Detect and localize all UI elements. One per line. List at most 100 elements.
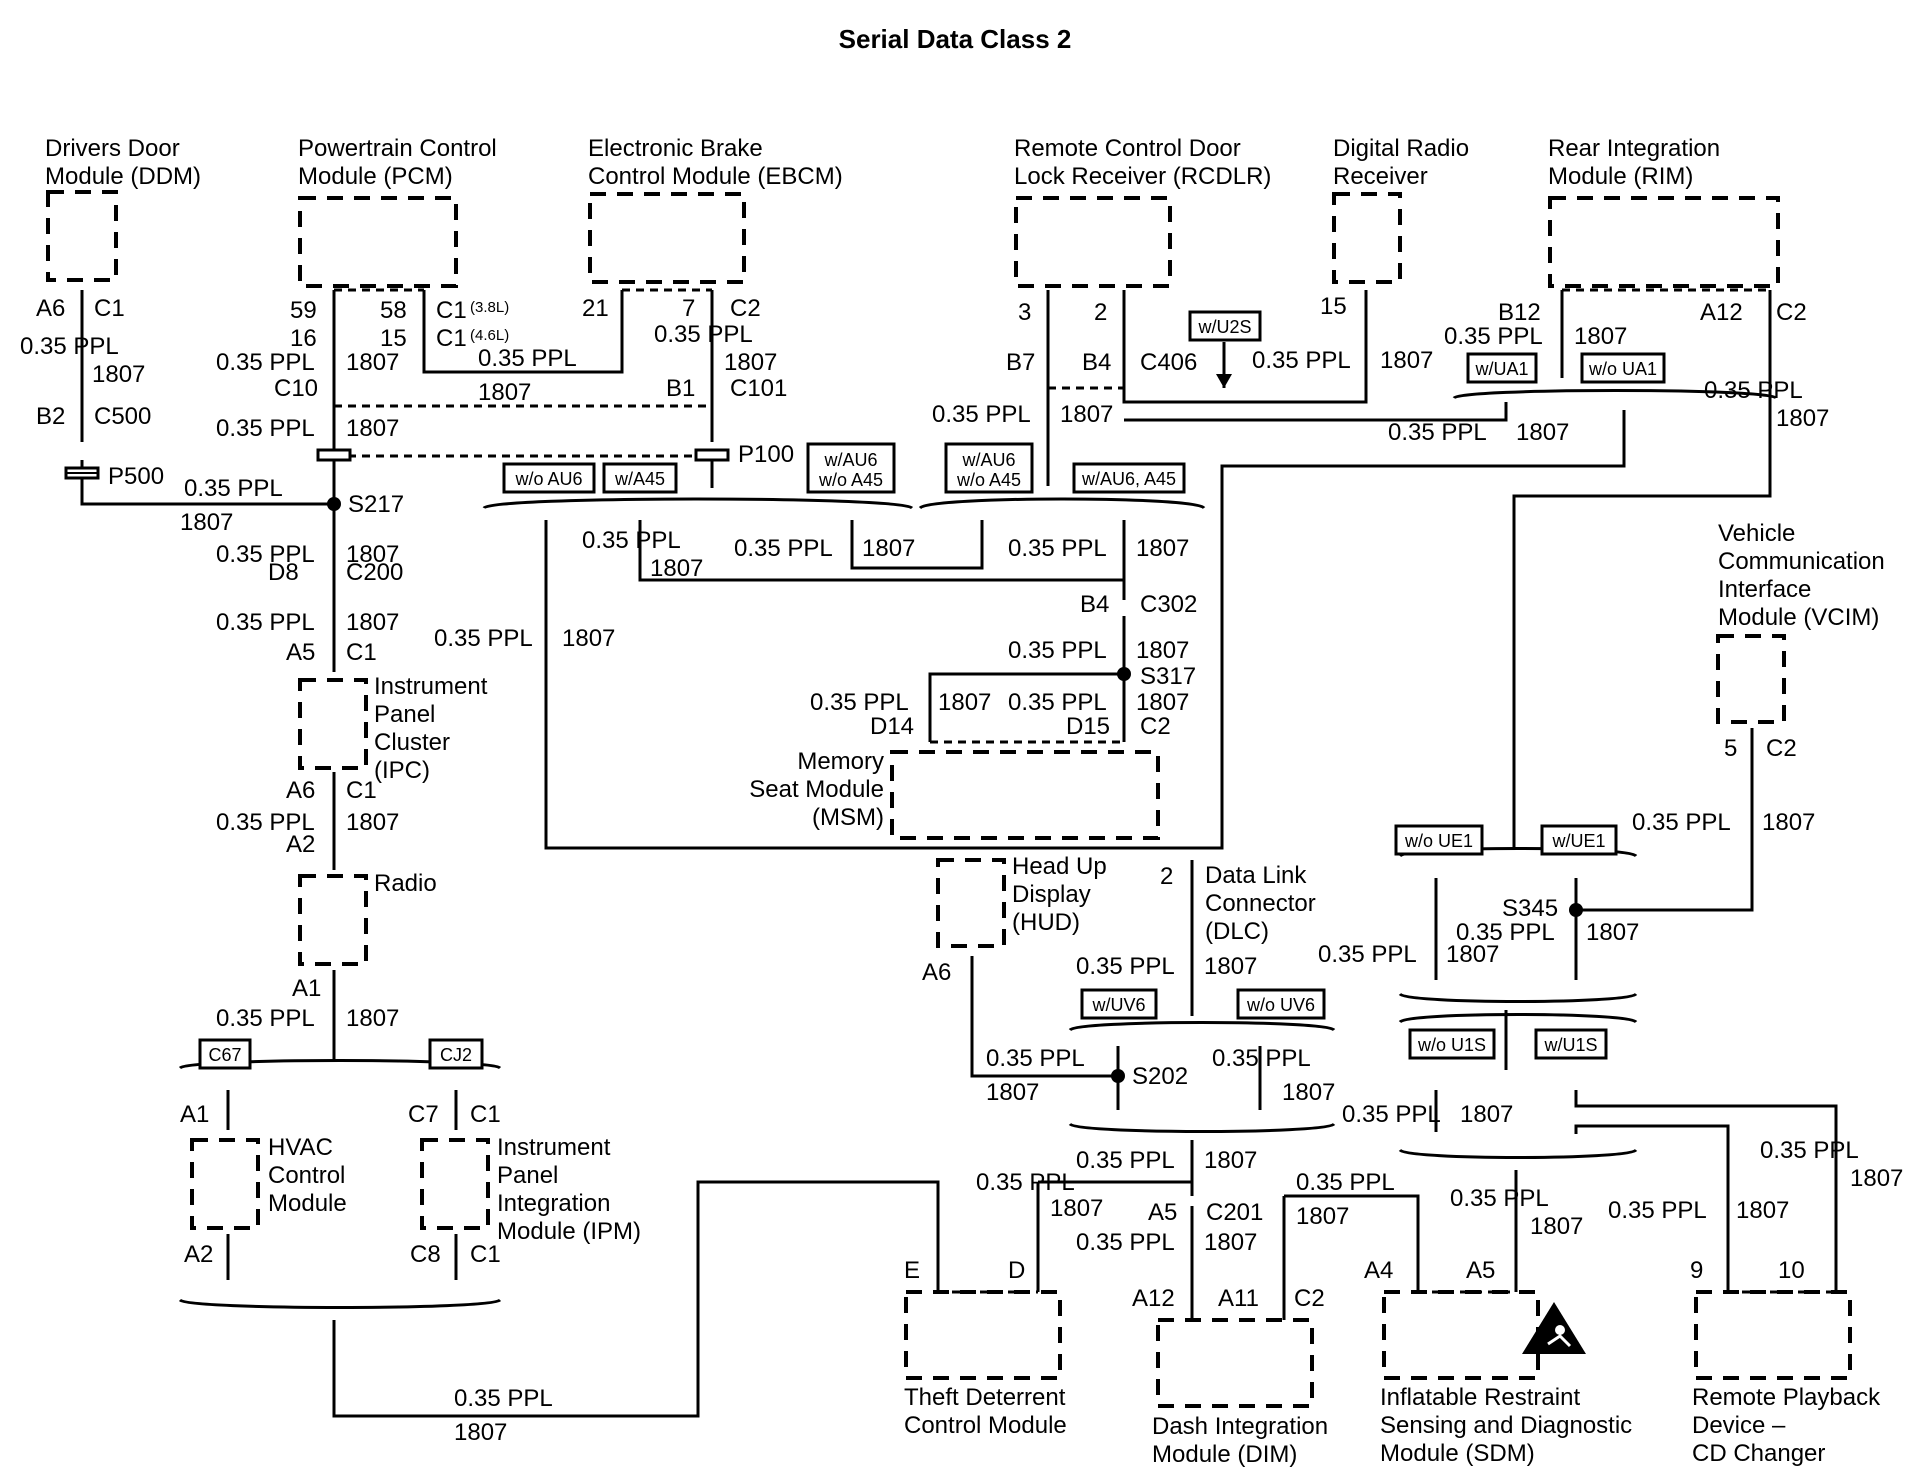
svg-text:Data Link: Data Link (1205, 862, 1307, 889)
svg-text:A12: A12 (1132, 1285, 1175, 1312)
svg-text:C7: C7 (408, 1101, 439, 1128)
svg-text:0.35 PPL: 0.35 PPL (1450, 1185, 1549, 1212)
svg-text:10: 10 (1778, 1257, 1805, 1284)
svg-text:0.35 PPL: 0.35 PPL (582, 527, 681, 554)
svg-text:B7: B7 (1006, 349, 1035, 376)
svg-text:A2: A2 (286, 831, 315, 858)
svg-text:1807: 1807 (862, 535, 915, 562)
option-tag-au6-no-a45-right: w/AU6 w/o A45 (944, 442, 1034, 494)
option-tag-no-ua1: w/o UA1 (1580, 352, 1666, 384)
svg-text:Memory: Memory (797, 748, 884, 775)
svg-text:Interface: Interface (1718, 576, 1811, 603)
svg-text:B2: B2 (36, 403, 65, 430)
svg-text:1807: 1807 (1762, 809, 1815, 836)
module-label-ipm: Instrument Panel Integration Module (IPM… (497, 1134, 641, 1245)
svg-text:Panel: Panel (374, 701, 435, 728)
svg-text:1807: 1807 (1850, 1165, 1903, 1192)
option-tag-cj2: CJ2 (428, 1038, 484, 1070)
svg-text:w/o UE1: w/o UE1 (1404, 831, 1473, 851)
svg-text:0.35 PPL: 0.35 PPL (434, 625, 533, 652)
svg-text:0.35 PPL: 0.35 PPL (1704, 377, 1803, 404)
svg-text:1807: 1807 (1776, 405, 1829, 432)
svg-text:0.35 PPL: 0.35 PPL (1760, 1137, 1859, 1164)
svg-text:2: 2 (1094, 299, 1107, 326)
svg-text:1807: 1807 (1516, 419, 1569, 446)
svg-text:1807: 1807 (1574, 323, 1627, 350)
svg-text:1807: 1807 (1136, 637, 1189, 664)
svg-text:C1: C1 (470, 1101, 501, 1128)
svg-text:C2: C2 (730, 295, 761, 322)
svg-text:0.35 PPL: 0.35 PPL (654, 321, 753, 348)
svg-text:0.35 PPL: 0.35 PPL (478, 345, 577, 372)
svg-text:Rear Integration: Rear Integration (1548, 135, 1720, 162)
rpd-module-box (1694, 1290, 1852, 1380)
ebcm-module-box (588, 192, 746, 284)
splice-s217-dot (327, 497, 341, 511)
svg-text:0.35 PPL: 0.35 PPL (1252, 347, 1351, 374)
svg-text:C500: C500 (94, 403, 151, 430)
svg-text:Instrument: Instrument (374, 673, 488, 700)
module-label-vcim: Vehicle Communication Interface Module (… (1718, 520, 1885, 631)
svg-text:1807: 1807 (1050, 1195, 1103, 1222)
svg-text:w/o A45: w/o A45 (956, 470, 1021, 490)
svg-text:B12: B12 (1498, 299, 1541, 326)
svg-text:5: 5 (1724, 735, 1737, 762)
u2s-arrow-icon (1216, 374, 1232, 388)
svg-text:A5: A5 (286, 639, 315, 666)
svg-text:w/UE1: w/UE1 (1551, 831, 1605, 851)
svg-text:C8: C8 (410, 1241, 441, 1268)
svg-text:Module: Module (268, 1190, 347, 1217)
splice-s345-dot (1569, 903, 1583, 917)
svg-text:59: 59 (290, 297, 317, 324)
svg-text:0.35 PPL: 0.35 PPL (1296, 1169, 1395, 1196)
svg-text:Control: Control (268, 1162, 345, 1189)
rim-module-box (1548, 196, 1780, 288)
diagram-title: Serial Data Class 2 (839, 24, 1072, 54)
hud-module-box (936, 858, 1006, 948)
svg-text:B1: B1 (666, 375, 695, 402)
svg-text:0.35 PPL: 0.35 PPL (1342, 1101, 1441, 1128)
svg-text:1807: 1807 (1136, 689, 1189, 716)
svg-text:Module (IPM): Module (IPM) (497, 1218, 641, 1245)
svg-text:A12: A12 (1700, 299, 1743, 326)
svg-text:Drivers Door: Drivers Door (45, 135, 180, 162)
module-label-ddm: Drivers Door Module (DDM) (45, 135, 201, 190)
svg-text:HVAC: HVAC (268, 1134, 333, 1161)
svg-text:0.35 PPL: 0.35 PPL (734, 535, 833, 562)
svg-text:Powertrain Control: Powertrain Control (298, 135, 497, 162)
svg-text:9: 9 (1690, 1257, 1703, 1284)
module-label-ebcm: Electronic Brake Control Module (EBCM) (588, 135, 843, 190)
svg-text:0.35 PPL: 0.35 PPL (216, 349, 315, 376)
svg-text:w/AU6: w/AU6 (961, 450, 1015, 470)
hvac-module-box (190, 1138, 260, 1230)
svg-text:0.35 PPL: 0.35 PPL (216, 809, 315, 836)
svg-text:w/o UV6: w/o UV6 (1246, 995, 1315, 1015)
svg-text:7: 7 (682, 295, 695, 322)
rcdlr-module-box (1014, 196, 1172, 288)
option-tag-a45: w/A45 (602, 462, 678, 494)
module-label-rpd: Remote Playback Device – CD Changer (1692, 1384, 1881, 1467)
svg-text:1807: 1807 (346, 541, 399, 568)
svg-text:C1: C1 (436, 325, 467, 352)
svg-text:w/o A45: w/o A45 (818, 470, 883, 490)
option-tag-uv6: w/UV6 (1080, 988, 1158, 1020)
svg-text:CD Changer: CD Changer (1692, 1440, 1825, 1467)
airbag-warning-icon (1522, 1302, 1586, 1354)
option-tag-c67: C67 (198, 1038, 252, 1070)
svg-text:0.35 PPL: 0.35 PPL (216, 541, 315, 568)
option-tag-u2s: w/U2S (1188, 310, 1262, 342)
svg-text:Device –: Device – (1692, 1412, 1786, 1439)
dim-module-box (1156, 1318, 1314, 1408)
svg-text:Control Module (EBCM): Control Module (EBCM) (588, 163, 843, 190)
svg-text:Remote Control Door: Remote Control Door (1014, 135, 1241, 162)
svg-text:C1: C1 (94, 295, 125, 322)
module-label-sdm: Inflatable Restraint Sensing and Diagnos… (1380, 1384, 1632, 1467)
svg-text:0.35 PPL: 0.35 PPL (932, 401, 1031, 428)
svg-text:C1: C1 (436, 297, 467, 324)
svg-text:w/U1S: w/U1S (1543, 1035, 1597, 1055)
svg-text:0.35 PPL: 0.35 PPL (986, 1045, 1085, 1072)
svg-text:D15: D15 (1066, 713, 1110, 740)
svg-text:0.35 PPL: 0.35 PPL (20, 333, 119, 360)
svg-text:S202: S202 (1132, 1063, 1188, 1090)
svg-text:P500: P500 (108, 463, 164, 490)
